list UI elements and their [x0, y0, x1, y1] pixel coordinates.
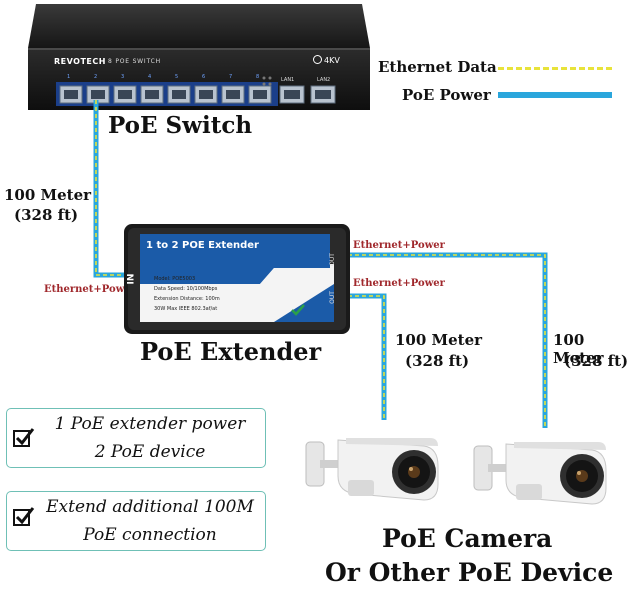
poe-extender: 1 to 2 POE Extender IN OUT OUT Model: PO…	[124, 224, 350, 334]
switch-badge: 4KV	[313, 55, 340, 65]
port-number: 1	[67, 74, 71, 80]
switch-badge-text: 4KV	[324, 56, 340, 65]
extender-in-label: IN	[126, 273, 137, 285]
poe-switch: REVOTECH 8 POE SWITCH 4KV 1 2 3 4 5 6 7 …	[28, 4, 370, 112]
feature-2-line2: PoE connection	[83, 525, 217, 545]
camera2-distance-ft: (328 ft)	[564, 352, 629, 370]
cable-extender-to-camera-2	[348, 252, 548, 428]
feature-text-2: Extend additional 100M PoE connection	[37, 493, 263, 549]
port-number: 8	[256, 74, 260, 80]
port-number: 6	[202, 74, 206, 80]
switch-title: PoE Switch	[108, 112, 253, 139]
extender-distance: Extension Distance: 100m	[154, 296, 220, 302]
input-cable-label: Ethernet+Power	[44, 284, 136, 295]
extender-model: Model: POE5003	[154, 276, 196, 282]
port-number: 5	[175, 74, 179, 80]
cable-switch-to-extender	[93, 100, 130, 278]
legend-poe-line	[498, 92, 612, 98]
extender-spec: 30W Max IEEE 802.3af/at	[154, 306, 218, 312]
feature-1-line2: 2 PoE device	[94, 442, 206, 462]
switch-port-numbers: 1 2 3 4 5 6 7 8	[62, 74, 282, 82]
camera-2	[473, 442, 607, 505]
extender-title: PoE Extender	[140, 337, 322, 366]
switch-lan2-label: LAN2	[317, 77, 331, 83]
port-number: 4	[148, 74, 152, 80]
out1-cable-label: Ethernet+Power	[353, 240, 445, 251]
switch-model-text: 8 POE SWITCH	[108, 58, 161, 65]
camera1-distance-label: 100 Meter	[395, 331, 483, 349]
port-number: 2	[94, 74, 98, 80]
extender-graphic	[124, 224, 350, 334]
extender-out1-label: OUT	[328, 253, 336, 266]
checkbox-checked-icon	[13, 507, 35, 526]
switch-brand: REVOTECH	[54, 57, 106, 66]
camera-caption-line2: Or Other PoE Device	[325, 558, 614, 587]
port-number: 3	[121, 74, 125, 80]
left-distance-ft: (328 ft)	[14, 206, 79, 224]
out2-cable-label: Ethernet+Power	[353, 278, 445, 289]
poe-switch-graphic	[28, 4, 370, 110]
legend-ethernet-line	[498, 67, 612, 70]
feature-box-2: Extend additional 100M PoE connection	[6, 491, 266, 551]
legend-poe-label: PoE Power	[402, 86, 491, 104]
camera1-distance-ft: (328 ft)	[405, 352, 470, 370]
feature-text-1: 1 PoE extender power 2 PoE device	[37, 410, 263, 466]
extender-speed: Data Speed: 10/100Mbps	[154, 286, 218, 292]
legend-ethernet-label: Ethernet Data	[378, 58, 497, 76]
checkbox-checked-icon	[13, 428, 35, 447]
port-number: 7	[229, 74, 233, 80]
cable-extender-to-camera-1	[348, 293, 387, 420]
shield-icon	[313, 55, 322, 64]
switch-lan1-label: LAN1	[281, 77, 295, 83]
feature-1-line1: 1 PoE extender power	[54, 414, 246, 434]
camera-caption-line1: PoE Camera	[382, 524, 553, 553]
extender-out2-label: OUT	[328, 291, 336, 304]
left-distance-label: 100 Meter	[4, 186, 92, 204]
feature-2-line1: Extend additional 100M	[46, 497, 254, 517]
feature-box-1: 1 PoE extender power 2 PoE device	[6, 408, 266, 468]
camera-1	[305, 438, 439, 501]
camera2-distance-label: 100 Meter	[553, 331, 604, 367]
extender-header: 1 to 2 POE Extender	[146, 240, 259, 251]
